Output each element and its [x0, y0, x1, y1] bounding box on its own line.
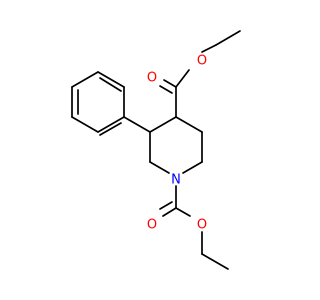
bond-carbamate-carbonyl-1: [162, 207, 177, 217]
structure-canvas: O O N O O: [71, 30, 241, 270]
bond-top-carbonyl-2: [159, 85, 173, 94]
bond-ring-c4-c5: [175, 116, 203, 133]
bond-phenyl-1-inner: [99, 122, 122, 136]
bond-ring-c3-c4: [149, 116, 177, 133]
bond-carbamate-carbonyl-2: [159, 201, 173, 210]
bond-phenyl-2: [71, 116, 99, 133]
atom-o-top-ether: O: [197, 54, 207, 69]
atom-o-carbamate-carbonyl: O: [147, 218, 157, 233]
bond-phenyl-1: [97, 116, 125, 133]
bond-phenyl-4: [71, 71, 99, 88]
molecule-diagram: O O N O O: [71, 30, 241, 270]
atom-o-top-carbonyl: O: [147, 71, 157, 86]
bond-carbamate-c-o: [175, 207, 191, 217]
bond-ethyl-top-ch2-o: [201, 44, 217, 53]
bond-ring-n-c2: [149, 161, 170, 174]
bonds: [71, 30, 241, 270]
bond-top-carbonyl-1: [163, 79, 177, 88]
bond-phenyl-5-inner: [99, 77, 122, 92]
atom-labels: O O N O O: [147, 54, 207, 233]
bond-ethyl-bottom-ch3: [201, 253, 229, 270]
bond-ethyl-top-ch3: [215, 30, 241, 46]
bond-ring-c6-n: [182, 161, 203, 174]
atom-n-ring: N: [171, 173, 181, 188]
bond-top-ester-o-c: [175, 69, 190, 88]
atom-o-carbamate-ether: O: [197, 218, 207, 233]
bond-ring-phenyl: [123, 116, 151, 133]
bond-phenyl-5: [97, 71, 125, 88]
